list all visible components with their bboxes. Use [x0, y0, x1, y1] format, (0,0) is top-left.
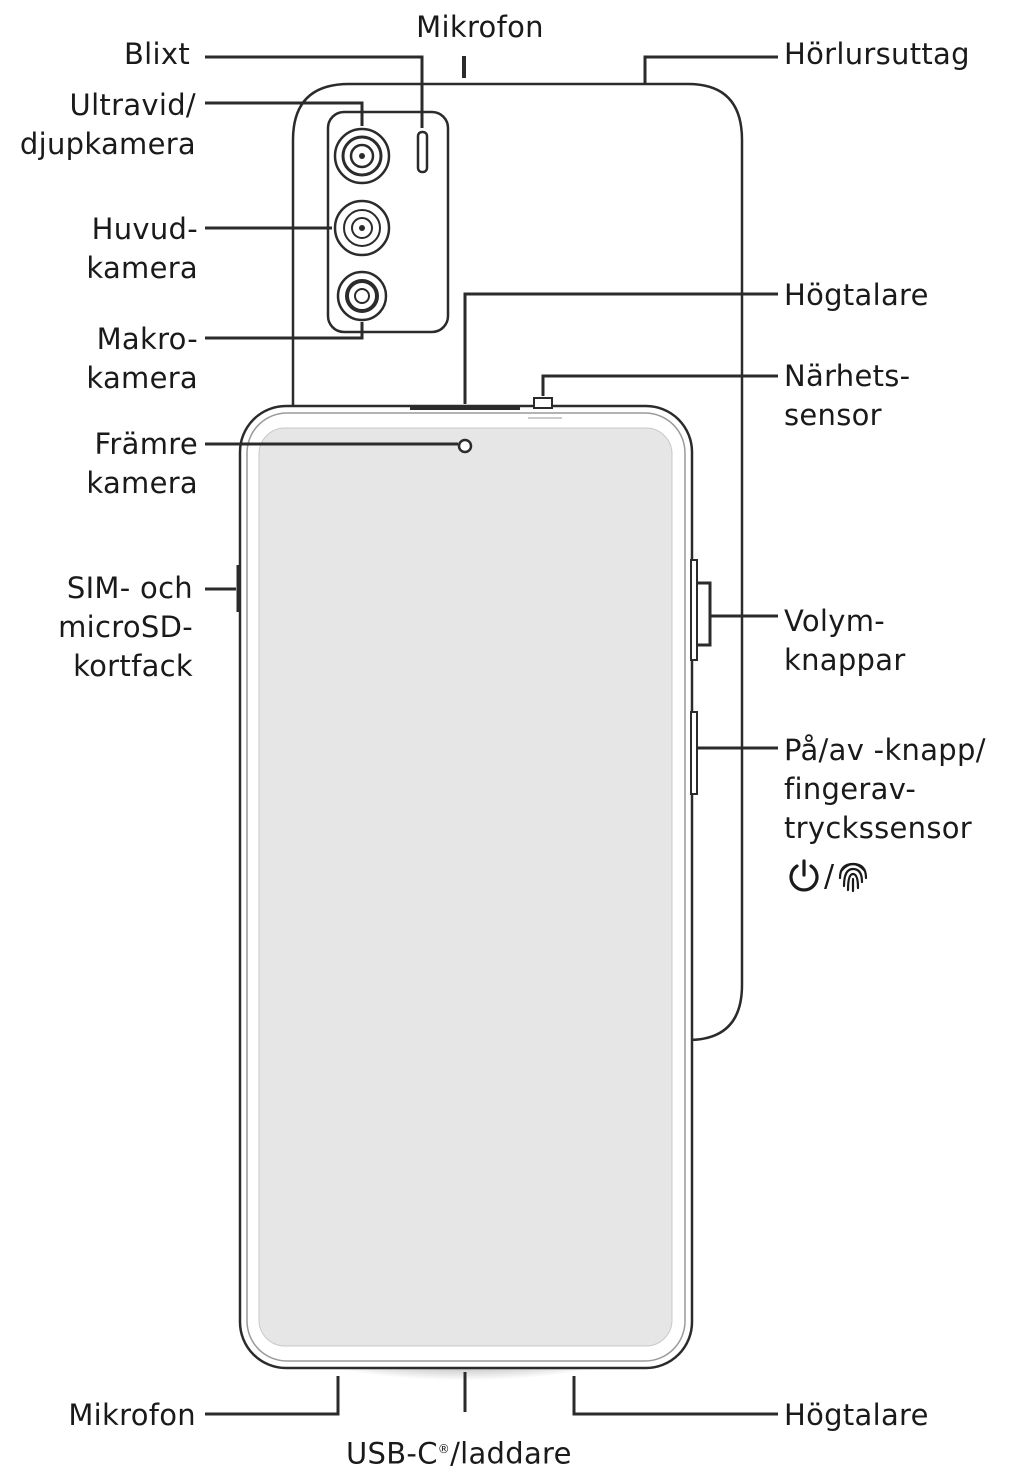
label-speaker-bottom: Högtalare: [784, 1398, 929, 1432]
leader-flash: [205, 55, 424, 128]
usb-suffix: /laddare: [450, 1436, 572, 1471]
label-speaker-top: Högtalare: [784, 278, 929, 312]
fingerprint-icon: [839, 862, 868, 893]
label-ultrawide: Ultravid/ djupkamera: [19, 88, 196, 161]
power-fingerprint-symbols: /: [786, 856, 870, 896]
front-camera-icon: [457, 438, 473, 454]
macro-lens-icon: [336, 270, 388, 322]
leader-lines: [205, 55, 778, 1416]
screen: [258, 427, 673, 1347]
symbol-slash: /: [824, 858, 835, 894]
leader-headphone: [643, 55, 778, 60]
leader-volume: [698, 581, 712, 647]
front-phone-bezel: [246, 412, 686, 1362]
leader-speaker-top: [463, 292, 778, 404]
label-sim-tray: SIM- och microSD- kortfack: [58, 571, 193, 683]
flash-icon: [416, 130, 429, 174]
label-mic-bottom: Mikrofon: [68, 1398, 196, 1432]
label-proximity: Närhets- sensor: [784, 359, 911, 432]
leader-macro: [205, 322, 364, 340]
label-headphone: Hörlursuttag: [784, 37, 970, 71]
leader-speaker-bottom: [572, 1376, 778, 1416]
label-volume: Volym- knappar: [784, 604, 906, 677]
leader-mic-bottom: [205, 1376, 340, 1416]
main-lens-icon: [333, 199, 391, 257]
leader-ultrawide: [205, 101, 364, 126]
label-main-camera: Huvud- kamera: [86, 212, 198, 285]
label-mic-top: Mikrofon: [416, 10, 544, 44]
label-usb: USB-C®/laddare: [346, 1430, 572, 1473]
usb-text: USB-C: [346, 1436, 438, 1471]
power-icon: [789, 859, 819, 892]
proximity-sensor: [533, 397, 553, 409]
leader-proximity: [541, 374, 778, 396]
label-power: På/av -knapp/ fingerav- tryckssensor: [784, 733, 986, 845]
label-macro-camera: Makro- kamera: [86, 322, 198, 395]
ultrawide-lens-icon: [333, 127, 391, 185]
volume-key: [690, 559, 698, 661]
label-front-camera: Främre kamera: [86, 427, 198, 500]
power-key: [690, 711, 698, 795]
label-flash: Blixt: [123, 37, 190, 71]
usb-reg-mark: ®: [437, 1442, 451, 1456]
